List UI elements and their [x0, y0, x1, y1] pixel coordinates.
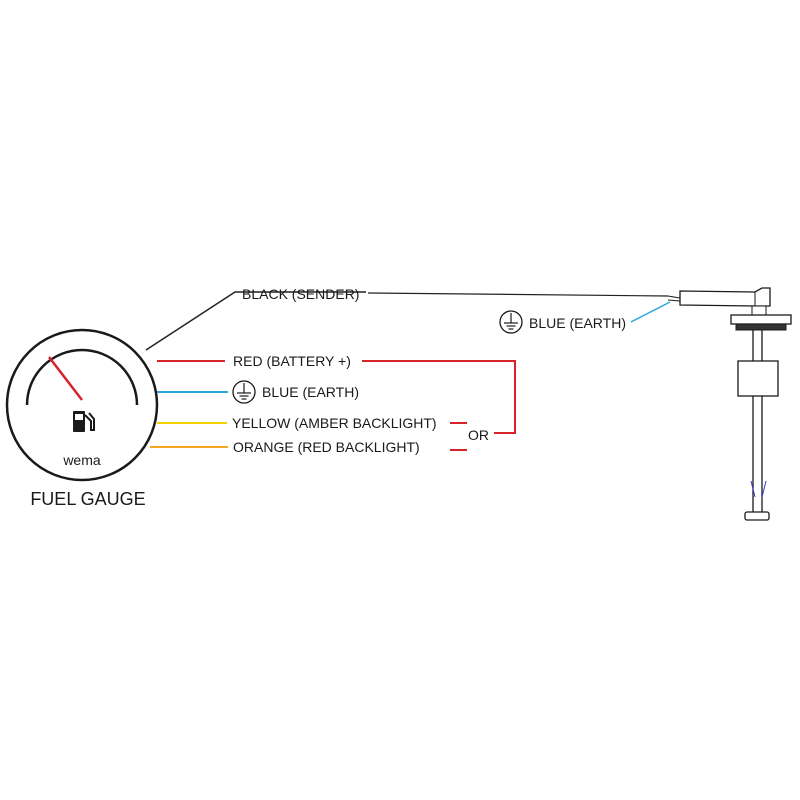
yellow-wire-label: YELLOW (AMBER BACKLIGHT) [232, 415, 437, 431]
gauge-caption: FUEL GAUGE [30, 489, 145, 509]
fuel-level-sender [667, 287, 792, 521]
gauge-brand: wema [62, 452, 101, 468]
blue-wire-label: BLUE (EARTH) [262, 384, 359, 400]
fuel-pump-icon [73, 411, 95, 432]
sender-blue-label: BLUE (EARTH) [529, 315, 626, 331]
or-label: OR [468, 427, 489, 443]
gauge-needle [48, 356, 83, 401]
black-sender-wire [145, 291, 669, 351]
gauge-bezel [5, 328, 159, 482]
red-battery-wire [157, 360, 516, 434]
ground-icon [232, 380, 256, 404]
red-wire-label: RED (BATTERY +) [233, 353, 351, 369]
sender-earth-wire [630, 301, 671, 323]
orange-wire-label: ORANGE (RED BACKLIGHT) [233, 439, 420, 455]
black-wire-label: BLACK (SENDER) [242, 286, 359, 302]
ground-icon [499, 310, 523, 334]
gauge-scale-arc [25, 348, 139, 406]
fuel-gauge: wema [5, 328, 159, 482]
